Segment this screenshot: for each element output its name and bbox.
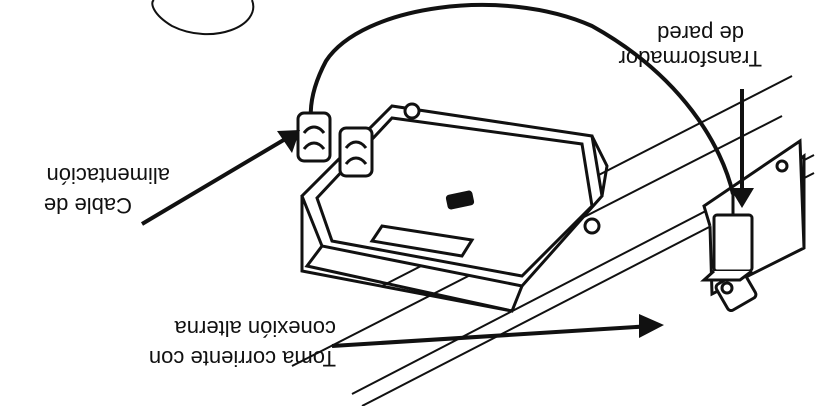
transformer-arrow bbox=[730, 89, 754, 208]
label-cable-line2: alimentación bbox=[46, 163, 170, 188]
outlet-arrow bbox=[331, 314, 664, 348]
label-outlet-line1: Toma corriente con bbox=[149, 346, 336, 371]
label-transformer-line2: de pared bbox=[657, 21, 744, 46]
cable-arrow bbox=[140, 130, 300, 226]
callout-circle bbox=[151, 0, 255, 36]
power-cable bbox=[308, 3, 735, 195]
label-transformer-line1: Transformador bbox=[619, 46, 762, 71]
label-outlet-line2: conexión alterna bbox=[174, 316, 336, 341]
label-cable-line1: Cable de bbox=[44, 193, 132, 218]
rotated-diagram: Transformador de pared Cable de alimenta… bbox=[44, 0, 815, 406]
arrows bbox=[140, 89, 754, 348]
cable-connectors bbox=[296, 111, 374, 178]
wall-transformer bbox=[700, 194, 754, 282]
opener-unit bbox=[300, 102, 609, 313]
labels: Transformador de pared Cable de alimenta… bbox=[44, 21, 762, 371]
